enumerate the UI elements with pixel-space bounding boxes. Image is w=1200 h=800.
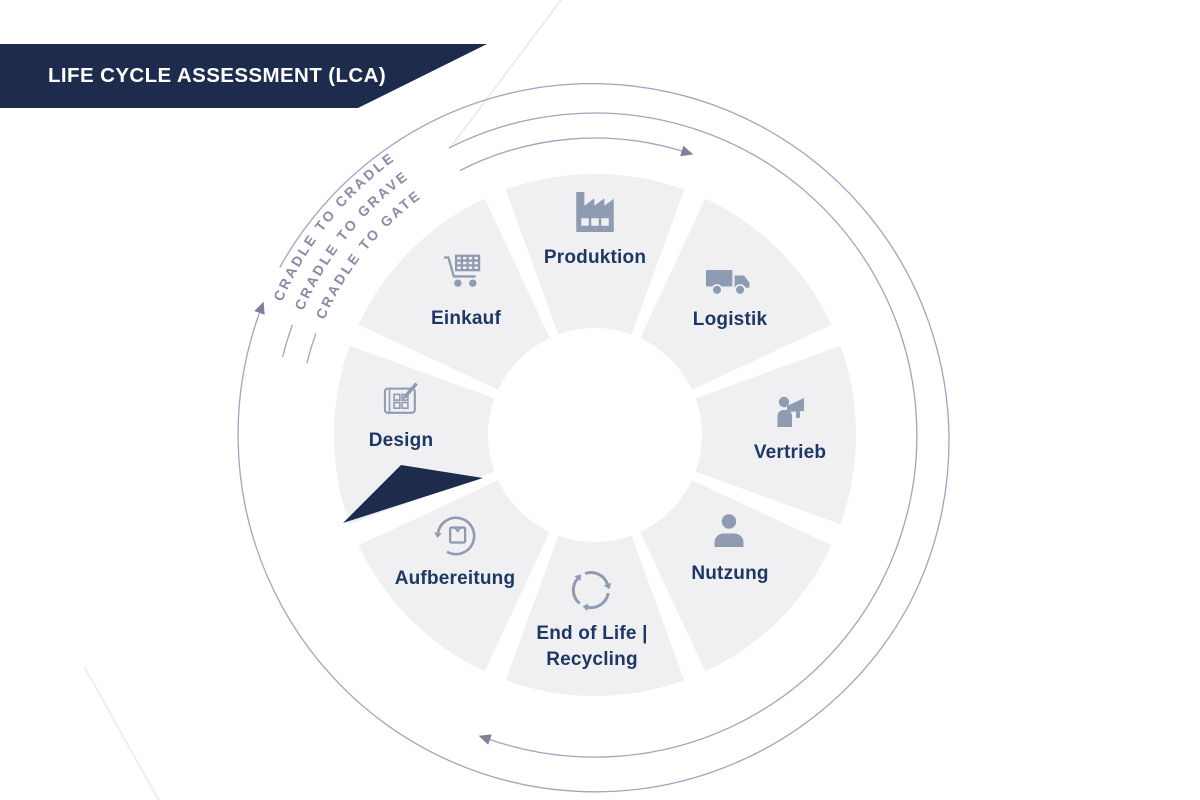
flow-arrowheads: [254, 145, 694, 745]
segment-label-end-of-life-line1: End of Life |: [536, 623, 648, 644]
segment-label-aufbereitung: Aufbereitung: [394, 568, 516, 589]
segment-label-produktion: Produktion: [543, 247, 647, 268]
segment-shape-aufbereitung: [358, 480, 550, 672]
segment-shape-end-of-life: [505, 535, 685, 697]
cradle-to-gate-arc-stub: [306, 333, 317, 364]
segment-label-logistik: Logistik: [692, 309, 768, 330]
segment-label-nutzung: Nutzung: [691, 563, 769, 584]
factory-icon: [576, 192, 614, 232]
refurbish-box-icon: [434, 516, 476, 556]
segment-label-einkauf: Einkauf: [430, 308, 502, 329]
segment-shape-einkauf: [358, 198, 550, 390]
design-pointer-wedge: [343, 465, 483, 523]
scope-arcs: [237, 83, 950, 793]
recycle-arrows-icon: [571, 571, 612, 612]
segment-label-vertrieb: Vertrieb: [753, 442, 827, 463]
cradle-to-grave-arc: [448, 112, 918, 758]
cradle-to-gate-arc: [459, 137, 682, 171]
bottom-flow-arrowhead: [478, 734, 492, 745]
top-flow-arrowhead: [680, 145, 694, 157]
left-flow-arrowhead: [254, 301, 265, 315]
cradle-to-grave-arc-stub: [281, 324, 294, 358]
segment-label-end-of-life-line2: Recycling: [546, 649, 638, 670]
segment-shape-vertrieb: [695, 345, 857, 525]
megaphone-person-icon: [777, 396, 804, 427]
segment-shape-logistik: [640, 198, 832, 390]
blueprint-pencil-icon: [383, 382, 418, 414]
user-icon: [714, 514, 744, 547]
segment-shape-nutzung: [640, 480, 832, 672]
segment-label-end-of-life: End of Life | Recycling: [536, 621, 647, 673]
segment-label-design: Design: [368, 430, 434, 451]
page-title: LIFE CYCLE ASSESSMENT (LCA): [48, 64, 387, 87]
delivery-truck-icon: [706, 270, 750, 296]
shopping-cart-icon: [444, 254, 481, 287]
decorative-line: [84, 0, 562, 800]
lifecycle-wheel: [333, 173, 857, 697]
segment-icons: [383, 192, 804, 612]
cradle-to-cradle-arc: [237, 83, 950, 793]
segment-shape-produktion: [505, 173, 685, 335]
